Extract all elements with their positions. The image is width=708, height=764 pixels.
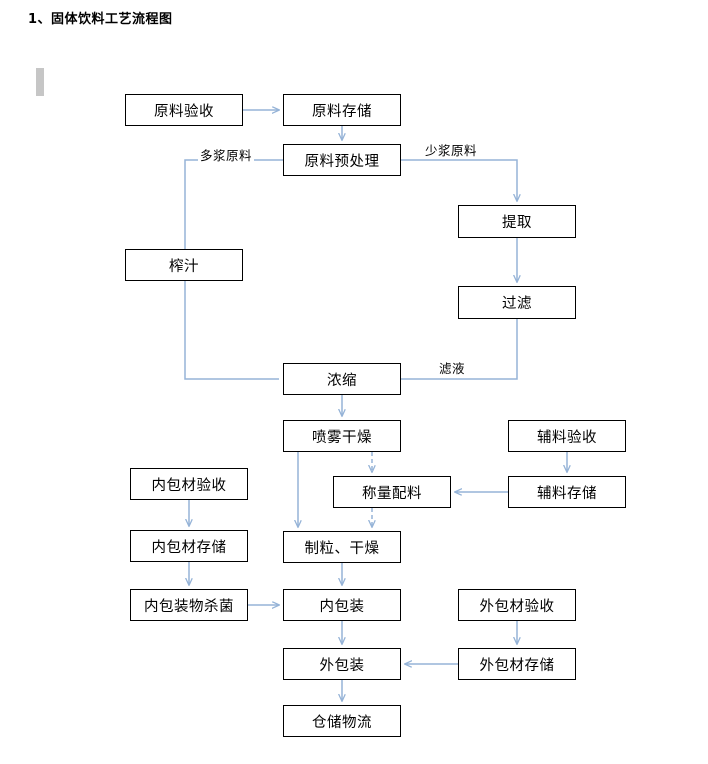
node-label: 提取 bbox=[502, 215, 532, 231]
node-label: 辅料验收 bbox=[537, 429, 597, 446]
node-label: 内包装物杀菌 bbox=[144, 598, 234, 615]
node-label: 制粒、干燥 bbox=[304, 540, 380, 557]
node-outer-pack[interactable]: 外包装 bbox=[283, 648, 401, 680]
node-granulate-dry[interactable]: 制粒、干燥 bbox=[283, 531, 401, 563]
node-extract[interactable]: 提取 bbox=[458, 205, 576, 238]
edge-label-filtrate: 滤液 bbox=[437, 358, 468, 377]
node-label: 内包材存储 bbox=[151, 539, 227, 556]
node-inner-mat-sterilize[interactable]: 内包装物杀菌 bbox=[130, 589, 248, 621]
node-label: 外包材存储 bbox=[479, 657, 555, 674]
node-juicing[interactable]: 榨汁 bbox=[125, 249, 243, 281]
node-weigh-blend[interactable]: 称量配料 bbox=[333, 476, 451, 508]
node-inner-mat-store[interactable]: 内包材存储 bbox=[130, 530, 248, 562]
node-inner-pack[interactable]: 内包装 bbox=[283, 589, 401, 621]
node-label: 原料预处理 bbox=[304, 153, 380, 170]
node-label: 浓缩 bbox=[327, 372, 357, 389]
node-label: 内包材验收 bbox=[151, 477, 227, 494]
node-label: 过滤 bbox=[502, 296, 532, 312]
text-cursor-marker bbox=[36, 68, 44, 96]
node-label: 辅料存储 bbox=[537, 485, 597, 502]
node-spray-dry[interactable]: 喷雾干燥 bbox=[283, 420, 401, 452]
edge-label-pulpy-raw: 多浆原料 bbox=[198, 145, 255, 164]
node-label: 外包材验收 bbox=[479, 598, 555, 615]
edge-label-low-pulp-raw: 少浆原料 bbox=[423, 140, 480, 159]
node-raw-store[interactable]: 原料存储 bbox=[283, 94, 401, 126]
node-inner-mat-accept[interactable]: 内包材验收 bbox=[130, 468, 248, 500]
node-outer-mat-accept[interactable]: 外包材验收 bbox=[458, 589, 576, 621]
node-label: 原料验收 bbox=[154, 103, 214, 120]
node-label: 原料存储 bbox=[312, 103, 372, 120]
node-aux-store[interactable]: 辅料存储 bbox=[508, 476, 626, 508]
node-outer-mat-store[interactable]: 外包材存储 bbox=[458, 648, 576, 680]
edge-filter-to-concentrate bbox=[401, 319, 518, 380]
node-label: 内包装 bbox=[319, 598, 365, 615]
node-concentrate[interactable]: 浓缩 bbox=[283, 363, 401, 395]
node-filter[interactable]: 过滤 bbox=[458, 286, 576, 319]
page-title: 1、固体饮料工艺流程图 bbox=[28, 12, 173, 27]
node-label: 喷雾干燥 bbox=[312, 429, 372, 446]
node-label: 外包装 bbox=[319, 657, 365, 674]
node-raw-accept[interactable]: 原料验收 bbox=[125, 94, 243, 126]
edge-raw-pretreat-to-extract bbox=[401, 159, 517, 201]
node-aux-accept[interactable]: 辅料验收 bbox=[508, 420, 626, 452]
node-label: 榨汁 bbox=[169, 258, 199, 275]
node-raw-pretreat[interactable]: 原料预处理 bbox=[283, 144, 401, 176]
node-label: 仓储物流 bbox=[312, 714, 372, 731]
node-label: 称量配料 bbox=[362, 485, 422, 502]
node-warehouse[interactable]: 仓储物流 bbox=[283, 705, 401, 737]
